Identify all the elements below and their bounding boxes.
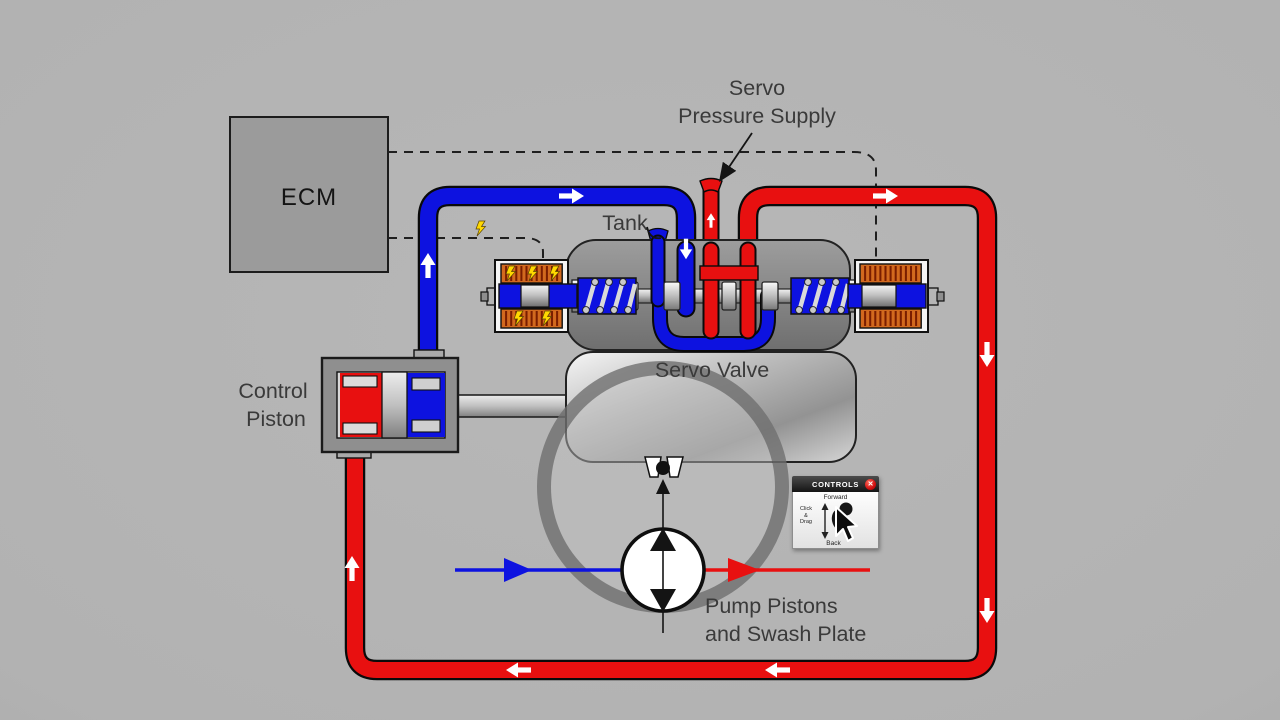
- piston-head: [381, 371, 408, 439]
- ecm-box: ECM: [229, 116, 389, 273]
- lightning-icon: [475, 220, 486, 237]
- servo-valve-label: Servo Valve: [655, 358, 769, 382]
- pump-flow-lines: [455, 558, 870, 582]
- signal-line-left-solenoid: [388, 237, 544, 262]
- servo-supply-label-1: Servo: [729, 76, 785, 100]
- servo-supply-pointer: [718, 132, 753, 182]
- centering-spring-left: [578, 278, 636, 314]
- ecm-signal-lines: [388, 151, 877, 262]
- controls-title: CONTROLS: [812, 479, 859, 489]
- mouse-drag-area[interactable]: [826, 500, 868, 546]
- solenoid-left: [480, 259, 578, 333]
- hint-line: Drag: [800, 519, 812, 526]
- forward-label: Forward: [823, 493, 848, 501]
- annotations: Servo Pressure Supply Tank Control Pisto…: [238, 76, 866, 646]
- controls-title-bar: CONTROLS ✕: [792, 476, 879, 492]
- red-pipe-loop: [344, 185, 998, 681]
- valve-internal-channels: [650, 234, 776, 352]
- close-icon[interactable]: ✕: [865, 478, 876, 490]
- controls-panel: CONTROLS ✕ Forward Click & Drag Back: [792, 476, 879, 549]
- control-piston-rod: [439, 394, 575, 418]
- pump-label-2: and Swash Plate: [705, 622, 866, 646]
- blue-flow-arrow: [504, 558, 532, 582]
- red-flow-arrow: [728, 558, 760, 582]
- servo-supply-label-2: Pressure Supply: [678, 104, 836, 128]
- pump-label-1: Pump Pistons: [705, 594, 838, 618]
- hint-line: &: [804, 512, 808, 519]
- ecm-label: ECM: [281, 184, 337, 211]
- controls-body: Forward Click & Drag Back: [792, 492, 879, 549]
- control-piston-label-2: Piston: [246, 407, 306, 431]
- swash-angle-arrow: [656, 479, 670, 494]
- swash-pivot: [644, 456, 684, 478]
- drag-direction-arrow-icon: [821, 503, 829, 539]
- solenoid-right: [847, 259, 945, 333]
- back-label: Back: [826, 539, 841, 547]
- signal-line-right-solenoid: [388, 151, 877, 262]
- click-drag-hint: Click & Drag: [796, 506, 816, 526]
- control-piston-label-1: Control: [238, 379, 307, 403]
- tank-pointer: [646, 226, 662, 240]
- blue-pipe-loop: [417, 185, 697, 358]
- control-piston: [320, 349, 460, 459]
- cursor-icon: [835, 506, 858, 542]
- hint-line: Click: [800, 506, 812, 512]
- pump-symbol: [620, 479, 706, 633]
- centering-spring-right: [791, 278, 849, 314]
- tank-label: Tank: [602, 211, 648, 235]
